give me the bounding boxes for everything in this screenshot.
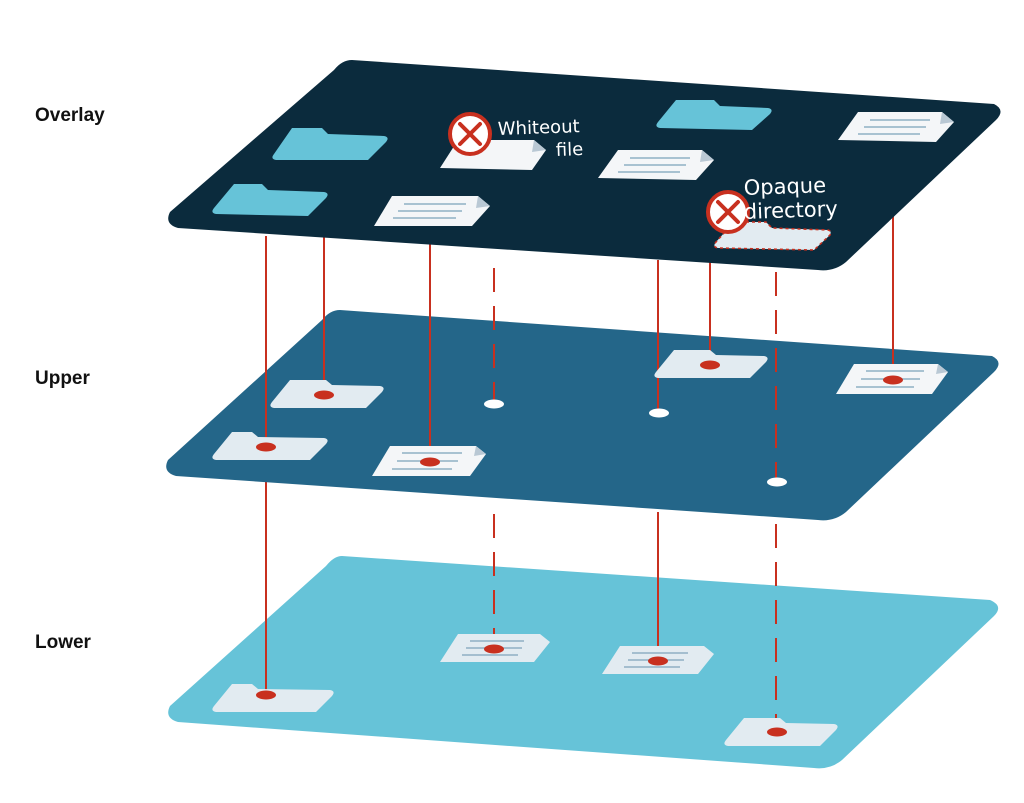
connector-marker bbox=[256, 690, 276, 700]
upper-hole-marker bbox=[649, 408, 669, 418]
opaque-directory: Opaque directory bbox=[706, 173, 838, 251]
connector-marker bbox=[767, 727, 787, 737]
overlay-file bbox=[374, 196, 490, 226]
upper-folder bbox=[212, 432, 328, 460]
overlay-file bbox=[838, 112, 954, 142]
overlay-folder bbox=[212, 184, 328, 216]
opaque-label-line1: Opaque bbox=[743, 173, 826, 200]
upper-folder bbox=[270, 380, 384, 408]
opaque-label-line2: directory bbox=[743, 197, 838, 224]
lower-file bbox=[602, 646, 714, 674]
whiteout-file: Whiteout file bbox=[440, 112, 584, 170]
upper-layer-plate bbox=[166, 310, 999, 521]
lower-folder bbox=[212, 684, 334, 712]
lower-layer-label: Lower bbox=[35, 632, 91, 653]
upper-layer-label: Upper bbox=[35, 368, 90, 389]
overlay-layer-plate bbox=[168, 60, 1001, 271]
connector-marker bbox=[314, 390, 334, 400]
overlay-folder bbox=[656, 100, 772, 130]
upper-hole-marker bbox=[767, 477, 787, 487]
connector-marker bbox=[420, 457, 440, 467]
connector-marker bbox=[883, 375, 903, 385]
upper-folder bbox=[654, 350, 768, 378]
connector-marker bbox=[648, 656, 668, 666]
overlay-file bbox=[598, 150, 714, 180]
upper-hole-marker bbox=[484, 399, 504, 409]
overlay-folder bbox=[272, 128, 388, 160]
lower-file bbox=[440, 634, 550, 662]
upper-file bbox=[836, 364, 948, 394]
upper-file bbox=[372, 446, 486, 476]
connectors-lower-upper bbox=[265, 482, 777, 730]
connector-marker bbox=[256, 442, 276, 452]
whiteout-label-line1: Whiteout bbox=[497, 116, 580, 140]
lower-folder bbox=[724, 718, 838, 746]
connectors-upper-overlay bbox=[265, 216, 894, 482]
connector-marker bbox=[484, 644, 504, 654]
overlay-layer-label: Overlay bbox=[35, 105, 105, 126]
connector-marker bbox=[700, 360, 720, 370]
lower-layer-plate bbox=[168, 556, 999, 769]
whiteout-label-line2: file bbox=[555, 139, 583, 161]
